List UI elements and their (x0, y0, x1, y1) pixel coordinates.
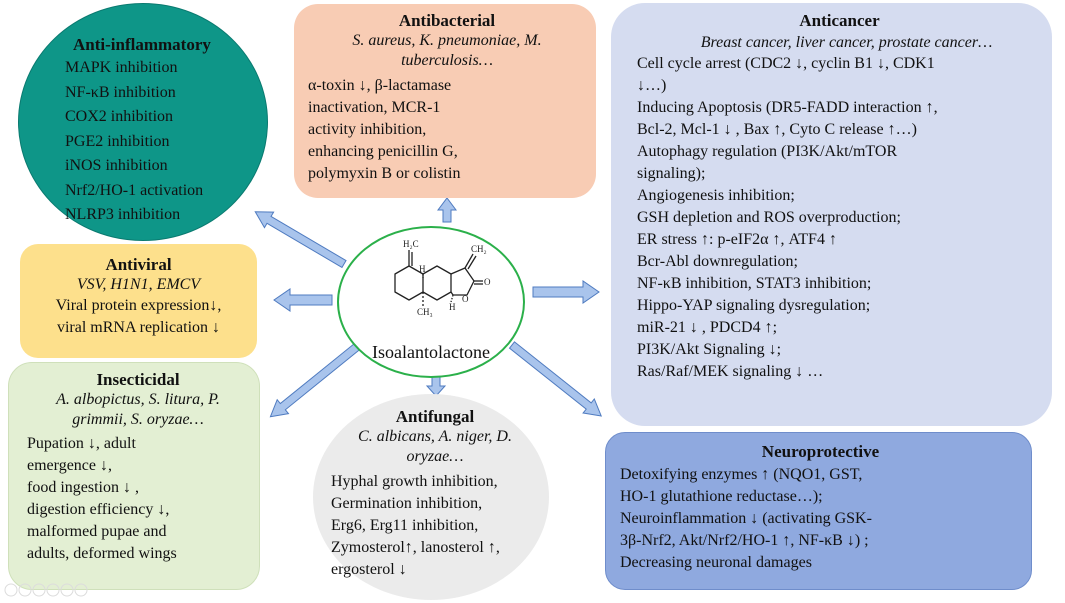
antibacterial-title: Antibacterial (398, 11, 496, 30)
list-item: Inducing Apoptosis (DR5-FADD interaction… (637, 99, 938, 116)
neuroprotective-panel: Neuroprotective Detoxifying enzymes ↑ (N… (605, 432, 1032, 590)
antiviral-organisms-line: VSV, H1N1, EMCV (76, 276, 201, 293)
list-item: activity inhibition, (308, 121, 427, 138)
list-item: Bcr-Abl downregulation; (637, 253, 798, 270)
list-item: malformed pupae and (27, 523, 167, 540)
svg-text:H₂C: H₂C (403, 239, 419, 249)
list-item: Ras/Raf/MEK signaling ↓ … (637, 363, 824, 380)
list-item: miR-21 ↓ , PDCD4 ↑; (637, 319, 778, 336)
anticancer-panel: Anticancer Breast cancer, liver cancer, … (611, 3, 1052, 426)
list-item: Pupation ↓, adult (27, 435, 136, 452)
svg-text:O: O (462, 294, 469, 304)
list-item: NF-κB inhibition (65, 83, 176, 101)
anticancer-organisms-line: Breast cancer, liver cancer, prostate ca… (700, 34, 993, 51)
list-item: Neuroinflammation ↓ (activating GSK- (620, 510, 872, 527)
isoalantolactone-structure-icon: H₂C CH₂ O O CH₃ H H (394, 239, 491, 317)
arrow-to-antifungal (425, 375, 447, 397)
list-item: signaling); (637, 165, 706, 182)
list-item: inactivation, MCR-1 (308, 99, 441, 116)
svg-text:H: H (449, 302, 456, 312)
list-item: iNOS inhibition (65, 157, 168, 174)
insecticidal-organisms-line: A. albopictus, S. litura, P. (56, 391, 220, 408)
list-item: α-toxin ↓, β-lactamase (308, 77, 452, 94)
list-item: Cell cycle arrest (CDC2 ↓, cyclin B1 ↓, … (637, 55, 935, 72)
list-item: PI3K/Akt Signaling ↓; (637, 341, 782, 358)
antifungal-list: Hyphal growth inhibition, Germination in… (331, 471, 541, 581)
anti-inflammatory-title: Anti-inflammatory (73, 35, 211, 54)
antifungal-title: Antifungal (395, 407, 475, 426)
antibacterial-organisms-line: S. aureus, K. pneumoniae, M. (352, 32, 542, 49)
list-item: COX2 inhibition (65, 108, 174, 125)
list-item: PGE2 inhibition (65, 132, 170, 150)
list-item: enhancing penicillin G, (308, 143, 458, 160)
list-item: polymyxin B or colistin (308, 165, 461, 182)
list-item: Hyphal growth inhibition, (331, 473, 498, 490)
list-item: adults, deformed wings (27, 545, 177, 562)
center-compound-label: Isoalantolactone (372, 342, 490, 362)
antibacterial-panel: Antibacterial S. aureus, K. pneumoniae, … (294, 4, 596, 198)
list-item: Hippo-YAP signaling dysregulation; (637, 297, 871, 314)
neuroprotective-title: Neuroprotective (761, 442, 880, 461)
antifungal-organisms-line: oryzae… (406, 448, 464, 465)
arrow-to-antibacterial (437, 197, 457, 223)
list-item: Angiogenesis inhibition; (637, 187, 795, 204)
list-item: ↓…) (637, 77, 667, 94)
list-item: Nrf2/HO-1 activation (65, 181, 204, 199)
list-item: Bcl-2, Mcl-1 ↓ , Bax ↑, Cyto C release ↑… (637, 121, 917, 138)
list-item: Zymosterol↑, lanosterol ↑, (331, 539, 500, 556)
antibacterial-organisms-line: tuberculosis… (401, 52, 493, 69)
list-item: NLRP3 inhibition (65, 206, 181, 223)
center-compound: H₂C CH₂ O O CH₃ H H Isoalantolactone (337, 226, 525, 378)
svg-text:CH₃: CH₃ (417, 307, 433, 317)
list-item: GSH depletion and ROS overproduction; (637, 209, 901, 226)
antiviral-panel: Antiviral VSV, H1N1, EMCV Viral protein … (20, 244, 257, 358)
insecticidal-organisms-line: grimmii, S. oryzae… (72, 411, 204, 428)
list-item: Autophagy regulation (PI3K/Akt/mTOR (637, 143, 898, 160)
watermark-icons (4, 583, 88, 597)
arrow-to-anticancer (532, 280, 600, 304)
list-item: ergosterol ↓ (331, 561, 407, 578)
anticancer-title: Anticancer (799, 11, 880, 30)
antifungal-organisms-line: C. albicans, A. niger, D. (358, 428, 512, 445)
antifungal-panel: Antifungal C. albicans, A. niger, D. ory… (313, 394, 549, 600)
list-item: Decreasing neuronal damages (620, 554, 812, 571)
list-item: HO-1 glutathione reductase…); (620, 488, 823, 505)
list-item: 3β-Nrf2, Akt/Nrf2/HO-1 ↑, NF-κB ↓) ; (620, 532, 869, 549)
list-item: Viral protein expression↓, (55, 297, 222, 314)
insecticidal-title: Insecticidal (96, 370, 180, 389)
list-item: ER stress ↑: p-eIF2α ↑, ATF4 ↑ (637, 231, 837, 248)
list-item: food ingestion ↓ , (27, 479, 139, 496)
arrow-to-antiviral (273, 288, 333, 312)
antiviral-title: Antiviral (105, 255, 172, 274)
list-item: NF-κB inhibition, STAT3 inhibition; (637, 275, 872, 292)
list-item: viral mRNA replication ↓ (56, 319, 221, 336)
list-item: emergence ↓, (27, 457, 112, 474)
svg-text:H: H (419, 264, 426, 274)
list-item: Germination inhibition, (331, 495, 483, 512)
svg-text:CH₂: CH₂ (471, 244, 487, 254)
list-item: Detoxifying enzymes ↑ (NQO1, GST, (620, 466, 863, 483)
list-item: Erg6, Erg11 inhibition, (331, 517, 479, 534)
list-item: digestion efficiency ↓, (27, 501, 170, 518)
list-item: MAPK inhibition (65, 59, 178, 76)
anti-inflammatory-panel: Anti-inflammatory MAPK inhibition NF-κB … (18, 3, 268, 241)
svg-text:O: O (484, 277, 491, 287)
anti-inflammatory-list: MAPK inhibition NF-κB inhibition COX2 in… (65, 56, 267, 228)
insecticidal-panel: Insecticidal A. albopictus, S. litura, P… (8, 362, 260, 590)
